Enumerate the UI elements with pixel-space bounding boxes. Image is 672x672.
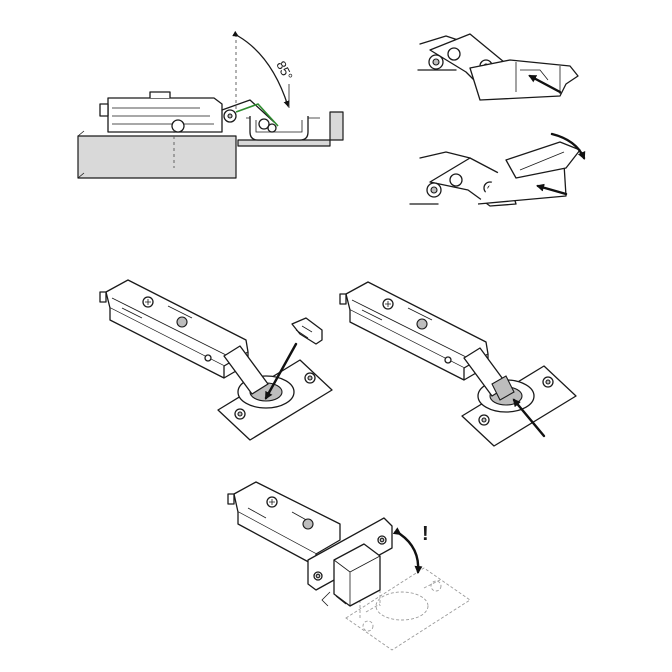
rotate-arrow <box>550 132 586 160</box>
cabinet-panel <box>77 135 237 179</box>
raised-lever <box>505 141 581 179</box>
figure-hinge-clip-insert <box>99 279 333 441</box>
clip-piece <box>291 317 323 345</box>
ghost-door-plate <box>345 567 471 651</box>
figure-clip-detail-bottom <box>409 132 586 207</box>
figure-clip-detail-top <box>417 33 579 101</box>
cup-box <box>333 543 381 607</box>
clip-seated <box>491 375 515 401</box>
push-arrow-2 <box>536 183 568 196</box>
angle-arc <box>232 30 290 107</box>
hinge-cup <box>249 116 309 141</box>
insert-arrow <box>264 342 298 400</box>
warning-mark: ! <box>422 523 429 545</box>
figure-hinge-clip-pressed <box>339 281 577 447</box>
hinge-arm <box>107 97 223 133</box>
adjust-arrow <box>392 527 423 574</box>
door-panel <box>237 111 344 147</box>
press-arrow <box>512 398 546 438</box>
mounting-plate <box>469 59 579 101</box>
push-arrow <box>528 74 562 94</box>
figure-side-view-opening-angle: 85° <box>77 30 344 179</box>
figure-hinge-door-warning: ! <box>227 481 471 651</box>
